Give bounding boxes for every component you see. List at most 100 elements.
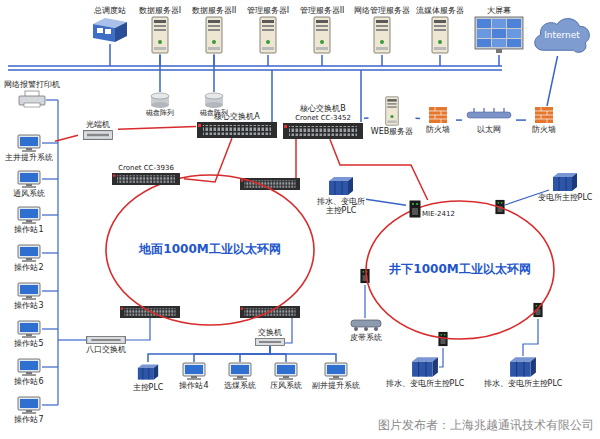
node-label: 数据服务器I xyxy=(139,6,181,15)
workstation-icon xyxy=(181,362,207,380)
ethernet-icon xyxy=(466,106,512,124)
station-bracket xyxy=(46,99,58,100)
workstation: 操作站3 xyxy=(4,282,54,310)
mine-link xyxy=(364,285,365,318)
server: 网络管理服务器 xyxy=(352,6,412,54)
node-label: 操作站2 xyxy=(14,263,43,272)
alarm-printer-icon xyxy=(18,90,46,108)
plc-cabinet-icon xyxy=(553,173,577,191)
workstation-icon xyxy=(18,359,40,376)
workstation: 操作站1 xyxy=(4,206,54,234)
ethernet-ring: 地面1000M工业以太环网 xyxy=(105,174,315,326)
connector xyxy=(330,139,428,200)
video-wall-icon xyxy=(475,17,523,53)
plc-cabinet: 排水、变电所主控PLC xyxy=(316,176,366,215)
station-bracket xyxy=(285,318,292,343)
ethernet: 以太网 xyxy=(462,106,516,134)
workstation: 压风系统 xyxy=(264,362,308,390)
conveyor-icon xyxy=(350,318,382,332)
firewall: 防火墙 xyxy=(420,106,456,134)
firewall-icon xyxy=(428,106,448,124)
connector xyxy=(148,346,270,362)
server: 数据服务器I xyxy=(136,6,184,54)
optical-transceiver: 光端机 xyxy=(78,120,118,140)
node-label: 操作站1 xyxy=(14,225,43,234)
ethernet-ring-outline xyxy=(366,201,554,339)
plc-cabinet-icon xyxy=(510,357,536,376)
server: 管理服务器I xyxy=(244,6,292,54)
workstation: 操作站4 xyxy=(172,362,216,390)
server-bus xyxy=(439,55,441,66)
node-label: 管理服务器I xyxy=(247,6,289,15)
node-label: 操作站3 xyxy=(14,301,43,310)
switch-icon xyxy=(86,336,126,344)
node-label: 操作站6 xyxy=(14,377,43,386)
node-label: Cronet CC-3936 xyxy=(118,164,174,172)
video-wall: 大屏幕 xyxy=(470,6,528,54)
node-label: 主井提升系统 xyxy=(5,153,53,162)
node-label: 排水、变电所主控PLC xyxy=(316,197,366,215)
firewall: 防火墙 xyxy=(526,106,562,134)
plc-cabinet-icon xyxy=(552,172,578,192)
node-label: 流媒体服务器 xyxy=(416,6,464,15)
ring-link xyxy=(295,138,297,178)
mine-link xyxy=(439,348,443,367)
mine-switch xyxy=(360,269,369,283)
node-label: 核心交换机A xyxy=(214,112,259,121)
server-bus xyxy=(381,55,383,66)
ring-switch: MIE-2412 xyxy=(406,200,458,218)
web-server-icon xyxy=(386,97,399,125)
node-label: 选煤系统 xyxy=(224,381,256,390)
workstation-icon xyxy=(275,363,297,380)
workstation: 副井提升系统 xyxy=(310,362,362,390)
web-server-icon xyxy=(384,96,400,126)
node-label: 压风系统 xyxy=(270,381,302,390)
firewall-icon xyxy=(429,107,447,123)
internet-cloud-outline xyxy=(535,19,590,53)
connector xyxy=(159,54,161,92)
workstation-icon xyxy=(229,363,251,380)
node-label: 主控PLC xyxy=(133,383,164,392)
workstation-icon xyxy=(18,207,40,224)
core-switch-icon xyxy=(283,123,363,139)
station-bracket xyxy=(42,290,58,291)
connector xyxy=(270,346,336,362)
node-label: 八口交换机 xyxy=(86,345,126,354)
core-switch: 核心交换机BCronet CC-3452 xyxy=(282,104,364,139)
node-label: 磁盘阵列 xyxy=(146,109,174,117)
workstation: 操作站7 xyxy=(4,396,54,424)
server-bus xyxy=(8,69,502,71)
plc-cabinet-icon xyxy=(412,357,438,376)
plc-cabinet-icon xyxy=(137,362,159,382)
server-bus xyxy=(271,70,273,122)
plc-cabinet-icon xyxy=(138,364,158,379)
server-bus xyxy=(321,55,323,66)
ring-switch-icon xyxy=(112,173,180,185)
ring-switch: Cronet CC-3936 xyxy=(108,164,184,185)
server-icon xyxy=(431,16,449,54)
mine-link xyxy=(365,190,549,367)
connector xyxy=(213,54,215,92)
node-label: 防火墙 xyxy=(426,125,450,134)
plc-cabinet: 排水、变电所主控PLC xyxy=(478,356,568,388)
workstation-icon xyxy=(16,244,42,262)
ring-switch-icon xyxy=(410,201,421,218)
switch-icon xyxy=(255,338,285,346)
video-wall-icon xyxy=(474,16,524,54)
workstation: 操作站2 xyxy=(4,244,54,272)
workstation-icon xyxy=(16,134,42,152)
workstation-icon xyxy=(18,135,40,152)
workstation-icon xyxy=(325,363,347,380)
workstation-icon xyxy=(323,362,349,380)
optical-transceiver-icon xyxy=(84,131,113,140)
plc-cabinet-icon xyxy=(328,176,354,196)
workstation: 操作站6 xyxy=(4,358,54,386)
station-bracket xyxy=(42,252,58,253)
conveyor: 皮带系统 xyxy=(344,318,388,342)
optical-transceiver-icon xyxy=(83,130,113,140)
switch: 八口交换机 xyxy=(80,336,132,354)
server-icon xyxy=(314,17,330,53)
alarm-printer: 网络报警打印机 xyxy=(2,80,62,108)
